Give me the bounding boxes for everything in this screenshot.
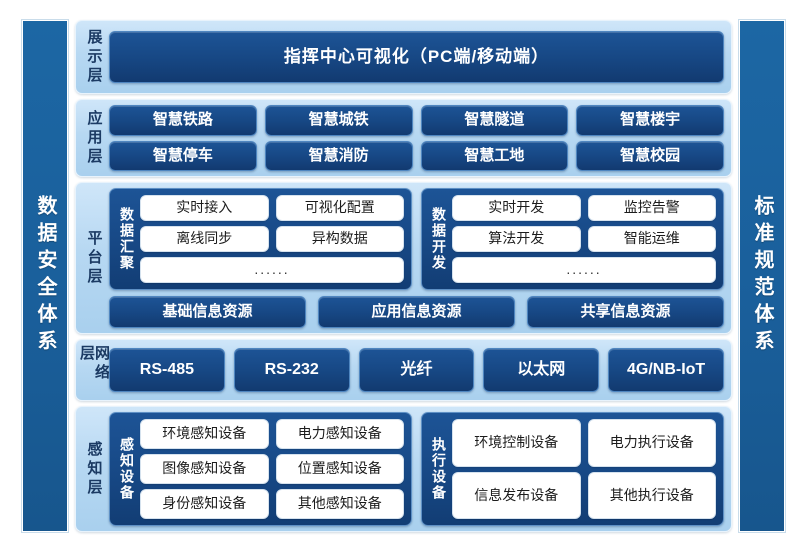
network-box-4g-nbiot[interactable]: 4G/NB-IoT	[608, 348, 724, 392]
aggregation-box-offline-sync[interactable]: 离线同步	[140, 226, 269, 252]
perception-group-sensing-devices: 感知设备 环境感知设备 电力感知设备 图像感知设备 位置感知设备 身份感知设备	[109, 412, 412, 526]
sensing-box-environment[interactable]: 环境感知设备	[140, 419, 269, 449]
platform-group-data-aggregation-label: 数据汇聚	[119, 207, 135, 271]
layer-network: 网络层 RS-485 RS-232 光纤 以太网 4G/NB-IoT	[75, 339, 732, 401]
resource-box-basic-information[interactable]: 基础信息资源	[109, 296, 306, 328]
perception-group-sensing-devices-grid: 环境感知设备 电力感知设备 图像感知设备 位置感知设备 身份感知设备 其他感知设…	[140, 419, 404, 519]
platform-resources-row: 基础信息资源 应用信息资源 共享信息资源	[109, 296, 724, 328]
application-row-1: 智慧铁路 智慧城铁 智慧隧道 智慧楼宇	[109, 105, 724, 136]
actuating-box-information-release[interactable]: 信息发布设备	[452, 471, 581, 519]
sensing-row-2: 图像感知设备 位置感知设备	[140, 454, 404, 484]
resource-box-application-information[interactable]: 应用信息资源	[318, 296, 515, 328]
command-center-visualization-box[interactable]: 指挥中心可视化（PC端/移动端）	[109, 31, 724, 83]
perception-group-actuating-devices-grid: 环境控制设备 电力执行设备 信息发布设备 其他执行设备	[452, 419, 716, 519]
sensing-box-other[interactable]: 其他感知设备	[275, 489, 404, 519]
network-box-rs232[interactable]: RS-232	[233, 348, 350, 392]
aggregation-box-heterogeneous-data[interactable]: 异构数据	[275, 226, 404, 252]
platform-group-data-aggregation-grid: 实时接入 可视化配置 离线同步 异构数据 ......	[140, 195, 404, 283]
layer-presentation-label: 展示层	[85, 28, 103, 86]
aggregation-row-1: 实时接入 可视化配置	[140, 195, 404, 221]
app-box-smart-firefighting[interactable]: 智慧消防	[264, 140, 413, 171]
sensing-box-image[interactable]: 图像感知设备	[140, 454, 269, 484]
development-row-2: 算法开发 智能运维	[452, 226, 716, 252]
aggregation-box-visual-config[interactable]: 可视化配置	[275, 195, 404, 221]
actuating-box-other[interactable]: 其他执行设备	[587, 471, 716, 519]
app-box-smart-metro[interactable]: 智慧城铁	[264, 105, 413, 136]
development-row-1: 实时开发 监控告警	[452, 195, 716, 221]
platform-group-data-development: 数据开发 实时开发 监控告警 算法开发 智能运维 ......	[421, 188, 724, 290]
app-box-smart-parking[interactable]: 智慧停车	[109, 140, 257, 171]
platform-groups: 数据汇聚 实时接入 可视化配置 离线同步 异构数据 ......	[109, 188, 724, 290]
application-row-2: 智慧停车 智慧消防 智慧工地 智慧校园	[109, 140, 724, 171]
aggregation-box-more[interactable]: ......	[140, 257, 404, 283]
development-box-more[interactable]: ......	[452, 257, 716, 283]
perception-group-actuating-devices-label: 执行设备	[431, 437, 447, 501]
app-box-smart-construction-site[interactable]: 智慧工地	[420, 140, 569, 171]
perception-group-sensing-devices-label: 感知设备	[119, 437, 135, 501]
sensing-box-power[interactable]: 电力感知设备	[275, 419, 404, 449]
platform-group-data-development-grid: 实时开发 监控告警 算法开发 智能运维 ......	[452, 195, 716, 283]
right-pillar-label: 标准规范体系	[751, 195, 773, 357]
aggregation-box-realtime-ingest[interactable]: 实时接入	[140, 195, 269, 221]
layer-application-label: 应用层	[85, 109, 103, 167]
sensing-box-location[interactable]: 位置感知设备	[275, 454, 404, 484]
app-box-smart-campus[interactable]: 智慧校园	[576, 140, 724, 171]
layer-platform-body: 数据汇聚 实时接入 可视化配置 离线同步 异构数据 ......	[109, 188, 724, 328]
layer-network-label: 网络层	[78, 345, 110, 383]
network-box-rs485[interactable]: RS-485	[109, 348, 225, 392]
aggregation-row-2: 离线同步 异构数据	[140, 226, 404, 252]
platform-group-data-aggregation: 数据汇聚 实时接入 可视化配置 离线同步 异构数据 ......	[109, 188, 412, 290]
development-box-intelligent-ops[interactable]: 智能运维	[587, 226, 716, 252]
development-row-3: ......	[452, 257, 716, 283]
resource-box-shared-information[interactable]: 共享信息资源	[527, 296, 724, 328]
layer-presentation: 展示层 指挥中心可视化（PC端/移动端）	[75, 20, 732, 94]
actuating-box-power-execution[interactable]: 电力执行设备	[587, 419, 716, 467]
layer-platform: 平台层 数据汇聚 实时接入 可视化配置 离线同步 异	[75, 182, 732, 334]
app-box-smart-railway[interactable]: 智慧铁路	[109, 105, 257, 136]
development-box-realtime-dev[interactable]: 实时开发	[452, 195, 581, 221]
layer-network-body: RS-485 RS-232 光纤 以太网 4G/NB-IoT	[109, 345, 724, 395]
layer-presentation-body: 指挥中心可视化（PC端/移动端）	[109, 26, 724, 88]
sensing-row-1: 环境感知设备 电力感知设备	[140, 419, 404, 449]
layer-application-body: 智慧铁路 智慧城铁 智慧隧道 智慧楼宇 智慧停车 智慧消防 智慧工地 智慧校园	[109, 105, 724, 171]
actuating-row-1: 环境控制设备 电力执行设备	[452, 419, 716, 467]
actuating-box-environment-control[interactable]: 环境控制设备	[452, 419, 581, 467]
actuating-row-2: 信息发布设备 其他执行设备	[452, 471, 716, 519]
network-box-ethernet[interactable]: 以太网	[483, 348, 600, 392]
development-box-monitoring-alarm[interactable]: 监控告警	[587, 195, 716, 221]
layer-perception-body: 感知设备 环境感知设备 电力感知设备 图像感知设备 位置感知设备 身份感知设备	[109, 412, 724, 526]
right-pillar-standards: 标准规范体系	[739, 20, 785, 532]
aggregation-row-3: ......	[140, 257, 404, 283]
layer-perception-label: 感知层	[85, 440, 103, 498]
left-pillar-data-security: 数据安全体系	[22, 20, 68, 532]
sensing-row-3: 身份感知设备 其他感知设备	[140, 489, 404, 519]
layer-stack: 展示层 指挥中心可视化（PC端/移动端） 应用层 智慧铁路 智慧城铁 智慧隧道 …	[75, 20, 732, 532]
platform-group-data-development-label: 数据开发	[431, 207, 447, 271]
sensing-box-identity[interactable]: 身份感知设备	[140, 489, 269, 519]
app-box-smart-tunnel[interactable]: 智慧隧道	[420, 105, 569, 136]
perception-group-actuating-devices: 执行设备 环境控制设备 电力执行设备 信息发布设备 其他执行设备	[421, 412, 724, 526]
layer-perception: 感知层 感知设备 环境感知设备 电力感知设备 图像感知设备 位置感知设备	[75, 406, 732, 532]
left-pillar-label: 数据安全体系	[34, 195, 56, 357]
layer-platform-label: 平台层	[85, 229, 103, 287]
layer-application: 应用层 智慧铁路 智慧城铁 智慧隧道 智慧楼宇 智慧停车 智慧消防 智慧工地 智…	[75, 99, 732, 177]
development-box-algorithm-dev[interactable]: 算法开发	[452, 226, 581, 252]
network-box-fiber[interactable]: 光纤	[358, 348, 475, 392]
app-box-smart-building[interactable]: 智慧楼宇	[576, 105, 724, 136]
